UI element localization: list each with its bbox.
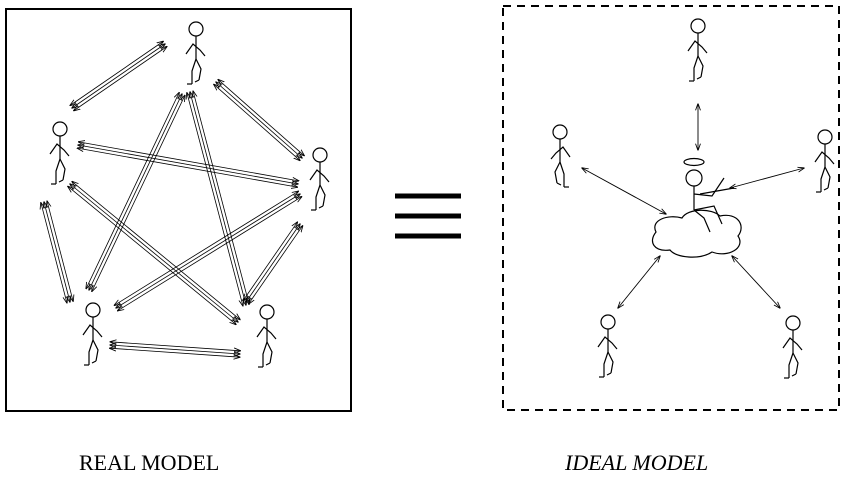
person-icon	[782, 315, 803, 379]
real-model-connections	[41, 41, 304, 357]
ideal-model-connections	[582, 104, 804, 308]
cloud-deity-icon	[651, 157, 742, 258]
person-icon	[309, 147, 330, 211]
ideal-model-frame	[502, 5, 840, 411]
equivalence-sign	[395, 193, 461, 239]
person-icon	[814, 129, 835, 193]
person-icon	[185, 21, 206, 85]
ideal-model-people	[550, 18, 835, 379]
person-icon	[687, 18, 708, 82]
bidirectional-arrow-bundle	[110, 342, 240, 357]
bidirectional-arrow-bundle	[243, 222, 302, 304]
ideal-model-label: IDEAL MODEL	[565, 450, 709, 475]
real-model-frame	[5, 8, 352, 412]
bidirectional-arrow	[732, 256, 780, 308]
real-model-label: REAL MODEL	[79, 450, 220, 475]
bidirectional-arrow	[730, 168, 804, 188]
bidirectional-arrow-bundle	[187, 91, 249, 306]
person-icon	[82, 302, 103, 366]
bidirectional-arrow-bundle	[68, 182, 240, 325]
person-icon	[256, 304, 277, 368]
bidirectional-arrow-bundle	[214, 80, 304, 161]
bidirectional-arrow-bundle	[70, 41, 167, 110]
bidirectional-arrow-bundle	[41, 201, 73, 303]
person-icon	[49, 121, 70, 185]
person-icon	[597, 314, 618, 378]
person-icon	[550, 124, 571, 188]
bidirectional-arrow	[618, 256, 660, 308]
bidirectional-arrow	[582, 168, 666, 214]
bidirectional-arrow-bundle	[77, 142, 298, 187]
real-model-people	[49, 21, 330, 368]
